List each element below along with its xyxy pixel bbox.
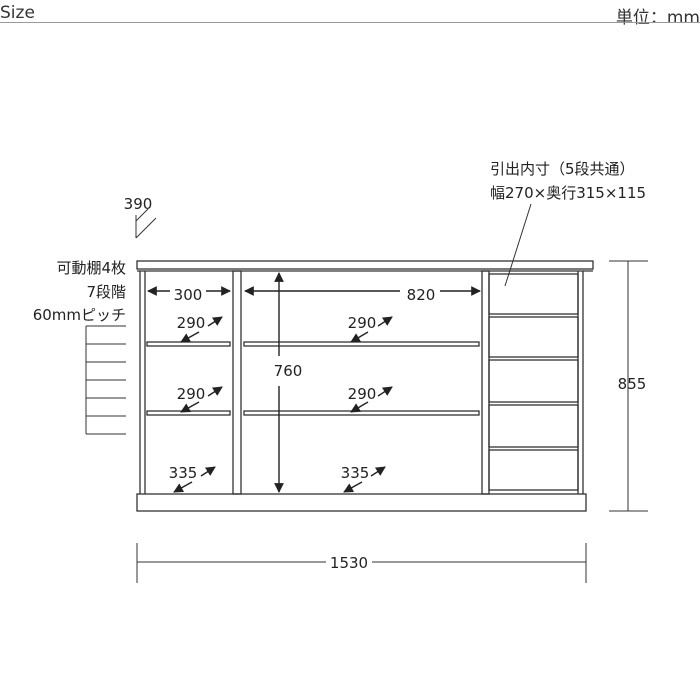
bottom-plinth: [136, 493, 587, 512]
left-shelf2-depth-label: 290: [177, 385, 206, 403]
partition-right: [481, 270, 490, 495]
left-bottom-depth-label: 335: [169, 464, 198, 482]
drawer-1: [488, 273, 579, 315]
drawer-3: [488, 359, 579, 403]
total-width-label: 1530: [330, 554, 368, 572]
drawer-4: [488, 404, 579, 448]
shelf-left-lower: [146, 410, 231, 416]
page-title: Size: [0, 3, 35, 23]
total-height-label: 855: [618, 375, 647, 393]
depth-tick-diagonal: [135, 217, 157, 239]
depth-arrow-center-3: [370, 466, 386, 477]
top-board: [136, 260, 594, 270]
drawer-note-leader: [504, 203, 532, 287]
center-bottom-depth-label: 335: [341, 464, 370, 482]
drawer-2: [488, 316, 579, 358]
depth-arrow-left-2: [180, 401, 200, 413]
drawer-note-line1: 引出内寸（5段共通）: [490, 160, 635, 178]
left-shelf-depth-label: 290: [177, 314, 206, 332]
header-rule: [0, 22, 700, 23]
unit-label: 単位：mm: [615, 8, 700, 28]
center-shelf-depth-label: 290: [348, 314, 377, 332]
partition-left: [232, 270, 242, 495]
center-shelf2-depth-label: 290: [348, 385, 377, 403]
shelf-center-upper: [243, 341, 480, 347]
depth-arrow-left-3: [200, 466, 216, 477]
drawer-note-line2: 幅270×奥行315×115: [490, 184, 646, 202]
left-width-label: 300: [174, 286, 203, 304]
depth-arrow-center-3: [343, 481, 363, 493]
inner-height-label: 760: [274, 362, 303, 380]
depth-arrow-left-1: [180, 331, 200, 343]
center-width-label: 820: [407, 286, 436, 304]
shelf-note-line1: 可動棚4枚: [56, 259, 126, 277]
depth-tick-diagonal: [135, 208, 149, 222]
depth-arrow-left-2: [207, 386, 223, 397]
depth-arrow-center-2: [350, 401, 369, 413]
shelf-note-line3: 60mmピッチ: [33, 306, 126, 324]
shelf-note-line2: 7段階: [86, 283, 126, 301]
shelf-center-lower: [243, 410, 480, 416]
depth-arrow-left-1: [207, 316, 223, 327]
top-depth-label: 390: [124, 195, 153, 213]
shelf-left-upper: [146, 341, 231, 347]
drawer-5: [488, 449, 579, 491]
depth-arrow-left-3: [173, 481, 193, 493]
depth-arrow-center-1: [377, 316, 393, 327]
depth-arrow-center-2: [377, 386, 393, 397]
depth-arrow-center-1: [350, 331, 369, 343]
